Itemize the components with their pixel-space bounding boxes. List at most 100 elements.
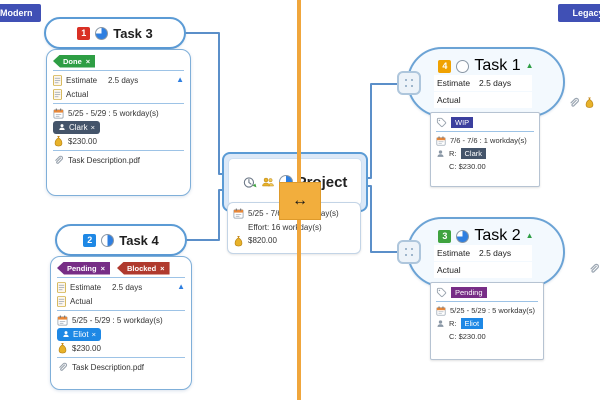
task4-node[interactable]: 2 Task 4 bbox=[55, 224, 187, 256]
task3-assignee-chip[interactable]: Clark × bbox=[53, 120, 101, 134]
calendar-icon bbox=[436, 135, 446, 145]
tag-label: Done bbox=[63, 56, 82, 66]
estimate-label: Estimate bbox=[66, 75, 98, 85]
remove-assignee-icon[interactable]: × bbox=[91, 329, 96, 339]
attachment-name[interactable]: Task Description.pdf bbox=[72, 362, 145, 372]
assignee-name: Clark bbox=[69, 122, 88, 132]
task1-priority-badge: 4 bbox=[438, 59, 452, 73]
estimate-label: Estimate bbox=[437, 78, 471, 88]
task2-progress-pie-icon bbox=[456, 229, 470, 243]
divider bbox=[53, 150, 184, 151]
people-icon bbox=[261, 177, 274, 187]
collapse-arrow-icon[interactable]: ▲ bbox=[176, 75, 184, 84]
task2-cost-row: C: $230.00 bbox=[436, 330, 538, 343]
divider bbox=[436, 131, 534, 132]
remove-assignee-icon[interactable]: × bbox=[90, 122, 96, 132]
task4-tag-blocked[interactable]: Blocked × bbox=[116, 261, 170, 275]
task3-tag-done[interactable]: Done × bbox=[53, 54, 96, 68]
task4-cost-row: $230.00 bbox=[57, 341, 185, 355]
task3-title: Task 3 bbox=[113, 25, 153, 41]
paperclip-icon[interactable] bbox=[568, 97, 580, 109]
task2-title-row: 3 Task 2 ▲ bbox=[409, 227, 563, 245]
task3-node[interactable]: 1 Task 3 bbox=[44, 17, 186, 49]
task1-tag-wip[interactable]: WIP bbox=[451, 117, 474, 128]
actual-label: Actual bbox=[70, 296, 93, 306]
task1-progress-pie-icon bbox=[456, 59, 470, 73]
task3-estimate-row: Estimate 2.5 days ▲ bbox=[53, 73, 184, 87]
estimate-label: Estimate bbox=[70, 282, 102, 292]
task4-tag-row: Pending × Blocked × bbox=[57, 261, 185, 275]
task2-details-card[interactable]: Pending 5/25 - 5/29 : 5 workday(s) R: El… bbox=[430, 282, 544, 360]
dates-text: 5/25 - 5/29 : 5 workday(s) bbox=[450, 306, 536, 315]
dates-text: 5/25 - 5/29 : 5 workday(s) bbox=[72, 315, 163, 325]
estimate-value: 2.5 days bbox=[108, 75, 139, 85]
person-icon bbox=[63, 331, 69, 337]
task2-assignee-chip[interactable]: Eliot bbox=[460, 318, 484, 329]
task2-tag-row: Pending bbox=[436, 286, 538, 299]
actual-label: Actual bbox=[437, 265, 461, 275]
task1-connector-grip[interactable] bbox=[397, 71, 421, 95]
task2-connector-grip[interactable] bbox=[397, 240, 421, 264]
task2-side-icons bbox=[588, 263, 600, 275]
calendar-icon bbox=[57, 314, 68, 325]
task1-dates-row: 7/6 - 7/6 : 1 workday(s) bbox=[436, 134, 534, 147]
divider bbox=[57, 310, 185, 311]
task1-details-card[interactable]: WIP 7/6 - 7/6 : 1 workday(s) R: Clark C:… bbox=[430, 112, 540, 187]
divider bbox=[53, 70, 184, 71]
collapse-arrow-icon[interactable]: ▲ bbox=[525, 61, 534, 70]
task4-progress-pie-icon bbox=[101, 233, 115, 247]
task2-dates-row: 5/25 - 5/29 : 5 workday(s) bbox=[436, 304, 538, 317]
cost-text: $230.00 bbox=[72, 343, 101, 353]
task3-card[interactable]: Done × Estimate 2.5 days ▲ Actual 5/25 -… bbox=[46, 49, 191, 196]
task3-attachment-row[interactable]: Task Description.pdf bbox=[53, 153, 184, 167]
resize-horizontal-icon: ↔ bbox=[292, 192, 308, 209]
divider bbox=[53, 103, 184, 104]
effort-text: Effort: 16 workday(s) bbox=[248, 222, 322, 232]
task1-resource-row: R: Clark bbox=[436, 147, 534, 160]
legacy-mode-badge: Legacy bbox=[558, 4, 600, 22]
person-icon bbox=[437, 320, 444, 327]
task2-tag-pending[interactable]: Pending bbox=[451, 287, 487, 298]
task1-assignee-chip[interactable]: Clark bbox=[460, 148, 487, 159]
task4-title: Task 4 bbox=[119, 232, 159, 248]
modern-mode-label: Modern bbox=[0, 8, 33, 18]
remove-tag-icon[interactable]: × bbox=[100, 263, 105, 273]
cost-text: $820.00 bbox=[248, 236, 277, 245]
sheet-icon bbox=[57, 295, 66, 307]
task2-actual-row: Actual bbox=[434, 262, 532, 278]
remove-tag-icon[interactable]: × bbox=[85, 56, 91, 66]
actual-label: Actual bbox=[437, 95, 461, 105]
collapse-arrow-icon[interactable]: ▲ bbox=[177, 282, 185, 291]
grip-dots-icon bbox=[403, 77, 415, 89]
task1-estimate-row: Estimate 2.5 days bbox=[434, 75, 532, 91]
task1-node[interactable]: 4 Task 1 ▲ Estimate 2.5 days Actual bbox=[407, 47, 565, 117]
estimate-label: Estimate bbox=[437, 248, 471, 258]
task2-node[interactable]: 3 Task 2 ▲ Estimate 2.5 days Actual bbox=[407, 217, 565, 287]
divider bbox=[436, 301, 538, 302]
attachment-name[interactable]: Task Description.pdf bbox=[68, 155, 141, 165]
clock-icon bbox=[243, 176, 257, 188]
task4-card[interactable]: Pending × Blocked × Estimate 2.5 days ▲ … bbox=[50, 256, 192, 390]
comparison-divider-handle[interactable]: ↔ bbox=[279, 182, 321, 220]
sheet-icon bbox=[53, 74, 62, 86]
task1-title: Task 1 bbox=[474, 57, 521, 74]
remove-tag-icon[interactable]: × bbox=[160, 263, 165, 273]
task3-tag-row: Done × bbox=[53, 54, 184, 68]
task3-dates-row: 5/25 - 5/29 : 5 workday(s) bbox=[53, 106, 184, 120]
task4-tag-pending[interactable]: Pending × bbox=[57, 261, 110, 275]
money-bag-icon[interactable] bbox=[584, 96, 595, 109]
collapse-arrow-icon[interactable]: ▲ bbox=[525, 231, 534, 240]
money-bag-icon bbox=[234, 235, 243, 246]
person-icon bbox=[59, 124, 65, 130]
grip-dots-icon bbox=[403, 246, 415, 258]
paperclip-icon[interactable] bbox=[588, 263, 600, 275]
estimate-value: 2.5 days bbox=[112, 282, 143, 292]
task1-title-row: 4 Task 1 ▲ bbox=[409, 57, 563, 75]
task4-attachment-row[interactable]: Task Description.pdf bbox=[57, 360, 185, 374]
modern-mode-badge: Modern bbox=[0, 4, 41, 22]
task1-side-icons bbox=[568, 96, 595, 109]
task4-assignee-chip[interactable]: Eliot × bbox=[57, 327, 101, 341]
task2-priority-badge: 3 bbox=[438, 229, 452, 243]
